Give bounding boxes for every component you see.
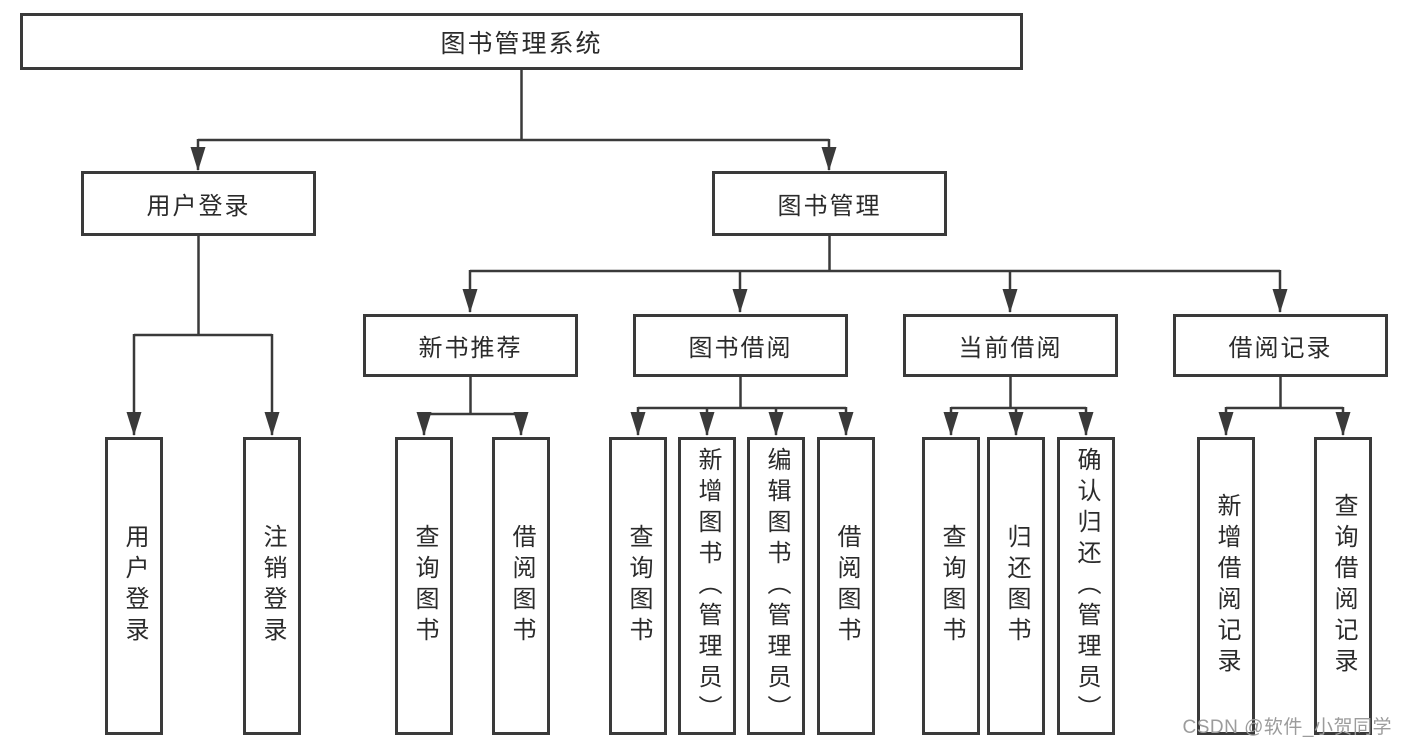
node-label: 新增借阅记录	[1213, 493, 1240, 679]
node-book-management: 图书管理	[712, 171, 947, 236]
node-book-borrow: 图书借阅	[633, 314, 848, 377]
connector-book-management-branch	[462, 236, 1288, 313]
node-label: 图书管理	[777, 193, 882, 220]
node-label: 查询借阅记录	[1330, 493, 1357, 679]
leaf-query-books-borrow: 查询图书	[609, 437, 667, 735]
node-label: 当前借阅	[958, 335, 1063, 362]
node-label: 归还图书	[1003, 524, 1030, 648]
node-label: 用户登录	[121, 524, 148, 648]
connector-book-borrow-branch	[630, 375, 854, 436]
leaf-borrow-books-recommend: 借阅图书	[492, 437, 550, 735]
node-label: 借阅记录	[1228, 335, 1333, 362]
leaf-user-login: 用户登录	[105, 437, 163, 735]
node-label: 借阅图书	[833, 524, 860, 648]
leaf-confirm-return-admin: 确认归还（管理员）	[1057, 437, 1115, 735]
node-label: 编辑图书（管理员）	[763, 446, 790, 726]
node-user-login: 用户登录	[81, 171, 316, 236]
leaf-add-books-admin: 新增图书（管理员）	[678, 437, 736, 735]
leaf-query-books-recommend: 查询图书	[395, 437, 453, 735]
leaf-query-books-current: 查询图书	[922, 437, 980, 735]
node-label: 确认归还（管理员）	[1073, 446, 1100, 726]
leaf-query-borrow-record: 查询借阅记录	[1314, 437, 1372, 735]
leaf-add-borrow-record: 新增借阅记录	[1197, 437, 1255, 735]
node-label: 查询图书	[411, 524, 438, 648]
leaf-borrow-books: 借阅图书	[817, 437, 875, 735]
node-library-management-system: 图书管理系统	[20, 13, 1023, 70]
node-label: 图书借阅	[688, 335, 793, 362]
leaf-return-books: 归还图书	[987, 437, 1045, 735]
leaf-logout: 注销登录	[243, 437, 301, 735]
connector-current-borrow-branch	[943, 375, 1094, 436]
connector-new-book-recommend-branch	[416, 375, 529, 436]
connector-root-branch	[190, 68, 837, 171]
node-current-borrow: 当前借阅	[903, 314, 1118, 377]
node-label: 用户登录	[146, 193, 251, 220]
connector-borrow-records-branch	[1218, 375, 1351, 436]
connector-user-login-branch	[126, 236, 280, 436]
node-label: 查询图书	[625, 524, 652, 648]
node-new-book-recommend: 新书推荐	[363, 314, 578, 377]
node-label: 图书管理系统	[440, 29, 603, 58]
node-label: 注销登录	[259, 524, 286, 648]
node-label: 新书推荐	[418, 335, 523, 362]
node-label: 新增图书（管理员）	[694, 446, 721, 726]
node-borrow-records: 借阅记录	[1173, 314, 1388, 377]
csdn-watermark: CSDN @软件_小贺同学	[1182, 717, 1392, 738]
leaf-edit-books-admin: 编辑图书（管理员）	[747, 437, 805, 735]
node-label: 借阅图书	[508, 524, 535, 648]
node-label: 查询图书	[938, 524, 965, 648]
